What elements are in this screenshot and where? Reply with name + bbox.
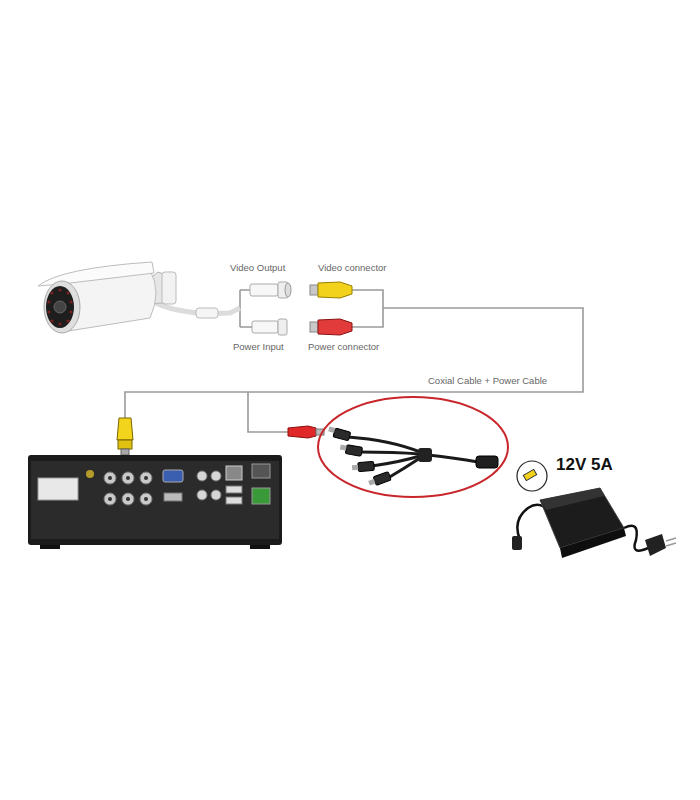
bullet-camera	[38, 262, 240, 333]
wire	[248, 392, 288, 432]
video-connector	[310, 285, 318, 295]
part-label: Power Input	[233, 341, 284, 352]
power-adapter	[512, 461, 676, 558]
coaxial-power-wire	[125, 290, 583, 432]
power-input-plug	[252, 321, 278, 333]
rating-label: 12V 5A	[556, 455, 613, 475]
camera-front	[46, 286, 74, 328]
lens	[54, 301, 66, 313]
highlight-ellipse	[318, 397, 508, 497]
ir-leds	[47, 288, 72, 325]
cable-label: Coxial Cable + Power Cable	[428, 375, 547, 386]
camera-mount	[162, 272, 176, 304]
part-label: Video connector	[318, 262, 387, 273]
power-splitter-cable	[328, 427, 498, 486]
wire	[125, 308, 583, 418]
dvr-recorder	[28, 455, 282, 549]
cable-sleeve	[196, 308, 218, 318]
bnc-plug	[117, 418, 133, 455]
cable-connectors	[310, 282, 352, 335]
power-connector	[310, 322, 318, 332]
dvr-case	[28, 455, 282, 545]
lens-ring	[44, 281, 80, 333]
dc-plug	[288, 426, 324, 438]
video-output-plug	[250, 284, 278, 296]
wire	[352, 290, 383, 327]
part-label: Power connector	[308, 341, 379, 352]
part-label: Video Output	[230, 262, 285, 273]
camera-plugs	[250, 282, 291, 335]
plug-icon	[517, 461, 547, 491]
